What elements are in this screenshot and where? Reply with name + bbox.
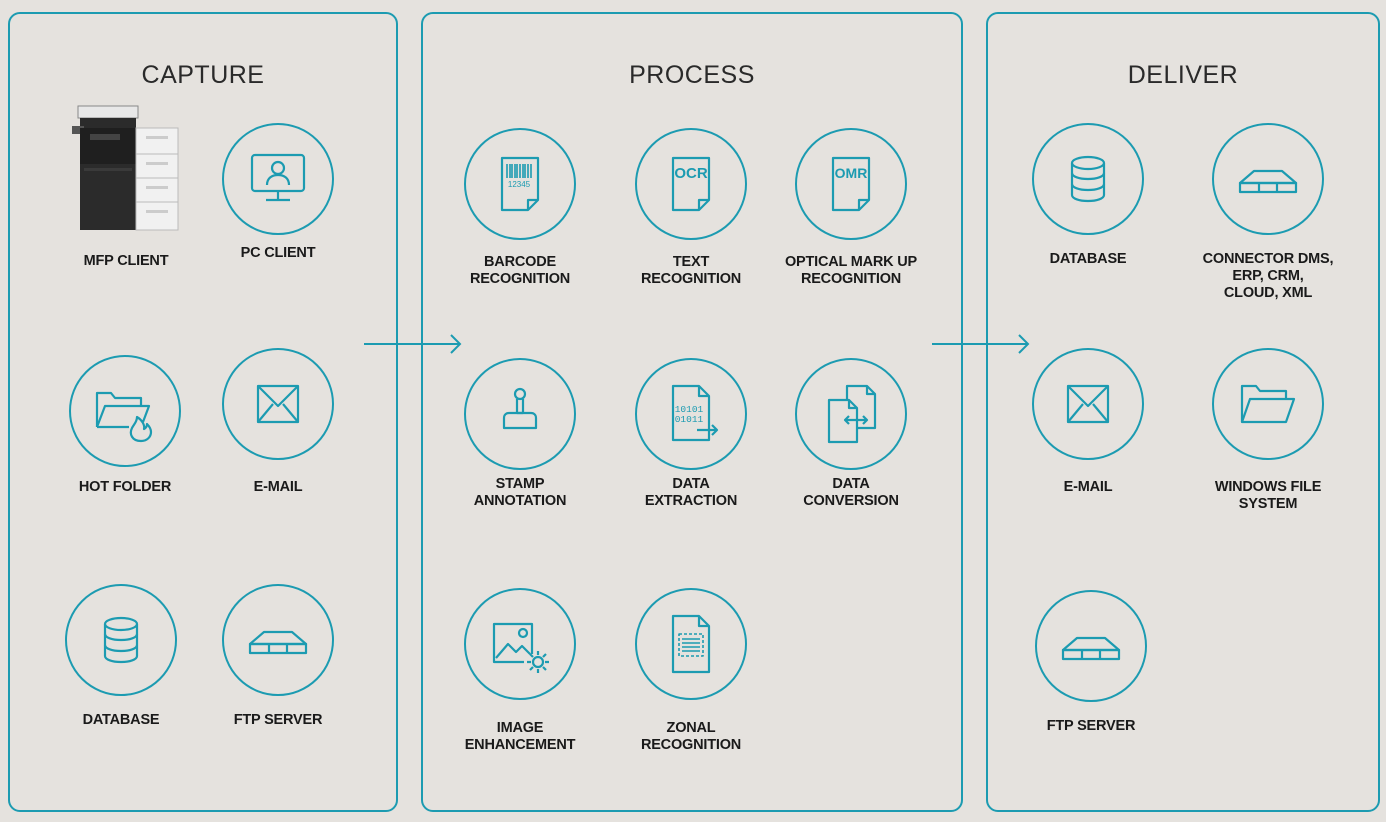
- mfp-printer-icon: [72, 105, 179, 231]
- process-label-zonal-recognition: ZONAL RECOGNITION: [640, 720, 742, 753]
- deliver-title: DELIVER: [1127, 61, 1239, 89]
- deliver-item-database: DATABASE: [998, 123, 1178, 268]
- ocr-document-icon: OCR: [671, 156, 711, 212]
- capture-label-pc-client: PC CLIENT: [240, 245, 316, 261]
- capture-label-email: E-MAIL: [253, 479, 303, 495]
- server-icon: [1061, 636, 1121, 661]
- process-item-zonal-recognition: ZONAL RECOGNITION: [601, 588, 781, 754]
- deliver-item-windows-file-system: WINDOWS FILE SYSTEM: [1178, 348, 1358, 513]
- zonal-document-icon: [671, 614, 711, 674]
- process-item-optical-mark-up-recognition: OMR OPTICAL MARK UP RECOGNITION: [761, 128, 941, 288]
- capture-label-mfp-client: MFP CLIENT: [83, 253, 169, 269]
- svg-text:OMR: OMR: [835, 165, 868, 181]
- process-title: PROCESS: [629, 61, 755, 89]
- capture-label-database: DATABASE: [82, 712, 160, 728]
- capture-item-email: E-MAIL: [188, 348, 368, 496]
- computer-user-icon: [250, 153, 306, 202]
- server-icon: [248, 630, 308, 655]
- document-conversion-icon: [827, 384, 877, 444]
- image-settings-icon: [492, 622, 549, 673]
- deliver-item-ftp-server: FTP SERVER: [1001, 590, 1181, 735]
- process-item-data-conversion: DATA CONVERSION: [761, 358, 941, 510]
- stamp-icon: [502, 387, 538, 430]
- process-item-text-recognition: OCR TEXT RECOGNITION: [601, 128, 781, 288]
- process-to-deliver-arrow: [932, 334, 1030, 354]
- process-label-optical-mark-up-recognition: OPTICAL MARK UP RECOGNITION: [784, 254, 918, 287]
- deliver-label-windows-file-system: WINDOWS FILE SYSTEM: [1214, 479, 1322, 512]
- process-label-stamp-annotation: STAMP ANNOTATION: [473, 476, 567, 509]
- process-item-barcode-recognition: 12345 BARCODE RECOGNITION: [430, 128, 610, 288]
- capture-title: CAPTURE: [141, 61, 265, 89]
- process-item-data-extraction: 10101 01011 DATA EXTRACTION: [601, 358, 781, 510]
- deliver-panel: DELIVER: [986, 12, 1380, 812]
- capture-to-process-arrow: [364, 334, 462, 354]
- svg-text:01011: 01011: [675, 414, 704, 425]
- deliver-item-connector: CONNECTOR DMS, ERP, CRM, CLOUD, XML: [1178, 123, 1358, 302]
- database-icon: [103, 616, 139, 664]
- capture-label-ftp-server: FTP SERVER: [233, 712, 323, 728]
- process-label-data-extraction: DATA EXTRACTION: [644, 476, 738, 509]
- capture-item-hot-folder: HOT FOLDER: [35, 355, 215, 496]
- deliver-label-connector: CONNECTOR DMS, ERP, CRM, CLOUD, XML: [1202, 251, 1334, 301]
- process-label-data-conversion: DATA CONVERSION: [803, 476, 899, 509]
- database-icon: [1070, 155, 1106, 203]
- capture-item-mfp-client: MFP CLIENT: [36, 104, 216, 270]
- process-panel: PROCESS: [421, 12, 963, 812]
- process-item-image-enhancement: IMAGE ENHANCEMENT: [430, 588, 610, 754]
- capture-item-ftp-server: FTP SERVER: [188, 584, 368, 729]
- capture-label-hot-folder: HOT FOLDER: [78, 479, 172, 495]
- folder-icon: [1240, 384, 1296, 424]
- deliver-item-email: E-MAIL: [998, 348, 1178, 496]
- omr-document-icon: OMR: [831, 156, 871, 212]
- hot-folder-icon: [95, 391, 153, 443]
- capture-panel: CAPTURE: [8, 12, 398, 812]
- process-label-text-recognition: TEXT RECOGNITION: [640, 254, 742, 287]
- process-item-stamp-annotation: STAMP ANNOTATION: [430, 358, 610, 510]
- svg-text:10101: 10101: [675, 404, 704, 415]
- svg-text:OCR: OCR: [674, 165, 708, 182]
- capture-item-database: DATABASE: [31, 584, 211, 729]
- deliver-label-ftp-server: FTP SERVER: [1046, 718, 1136, 734]
- deliver-label-email: E-MAIL: [1063, 479, 1113, 495]
- process-label-image-enhancement: IMAGE ENHANCEMENT: [464, 720, 576, 753]
- binary-document-icon: 10101 01011: [671, 384, 719, 442]
- barcode-document-icon: 12345: [500, 156, 540, 212]
- svg-text:12345: 12345: [508, 180, 531, 189]
- capture-item-pc-client: PC CLIENT: [188, 123, 368, 262]
- server-icon: [1238, 169, 1298, 194]
- envelope-icon: [1066, 384, 1110, 424]
- process-label-barcode-recognition: BARCODE RECOGNITION: [469, 254, 571, 287]
- envelope-icon: [256, 384, 300, 424]
- deliver-label-database: DATABASE: [1049, 251, 1127, 267]
